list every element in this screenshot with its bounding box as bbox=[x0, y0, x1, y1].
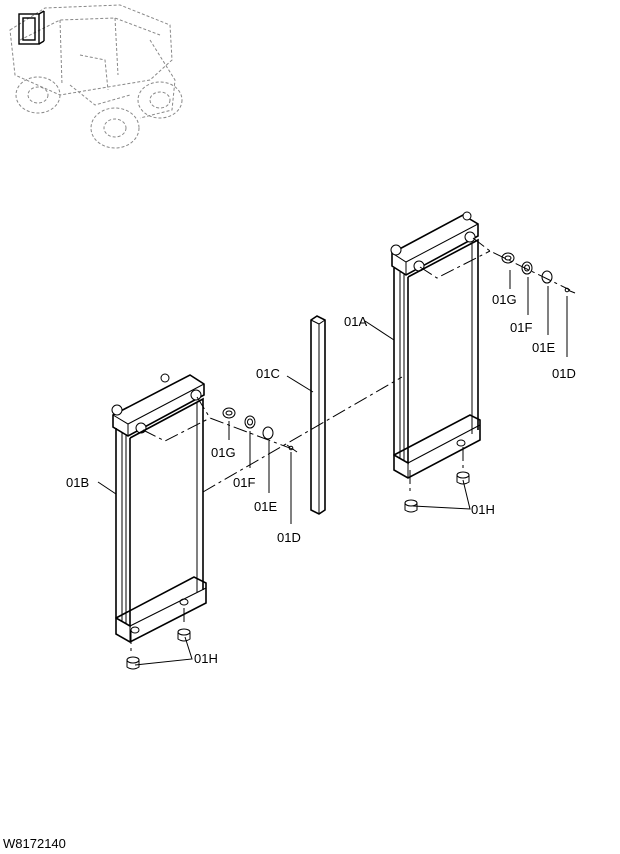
centerlines bbox=[130, 237, 571, 652]
rubber-mount-icon bbox=[126, 471, 470, 670]
label-01d-right: 01D bbox=[552, 366, 576, 381]
spacer-bar-icon bbox=[310, 315, 326, 515]
label-01d-left: 01D bbox=[277, 530, 301, 545]
radiator-a bbox=[390, 211, 481, 479]
label-01e-left: 01E bbox=[254, 499, 277, 514]
label-01a: 01A bbox=[344, 314, 367, 329]
leader-lines bbox=[97, 270, 568, 666]
label-01f-left: 01F bbox=[233, 475, 255, 490]
label-01f-right: 01F bbox=[510, 320, 532, 335]
label-01g-right: 01G bbox=[492, 292, 517, 307]
radiator-b bbox=[111, 373, 207, 643]
part-labels: 01A 01B 01C 01G 01F 01E 01D 01H 01G 01F … bbox=[66, 292, 576, 666]
label-01e-right: 01E bbox=[532, 340, 555, 355]
label-01g-left: 01G bbox=[211, 445, 236, 460]
label-01h-left: 01H bbox=[194, 651, 218, 666]
label-01h-right: 01H bbox=[471, 502, 495, 517]
label-01c: 01C bbox=[256, 366, 280, 381]
label-01b: 01B bbox=[66, 475, 89, 490]
machine-locator-icon bbox=[9, 4, 183, 149]
drawing-number: W8172140 bbox=[3, 836, 66, 851]
